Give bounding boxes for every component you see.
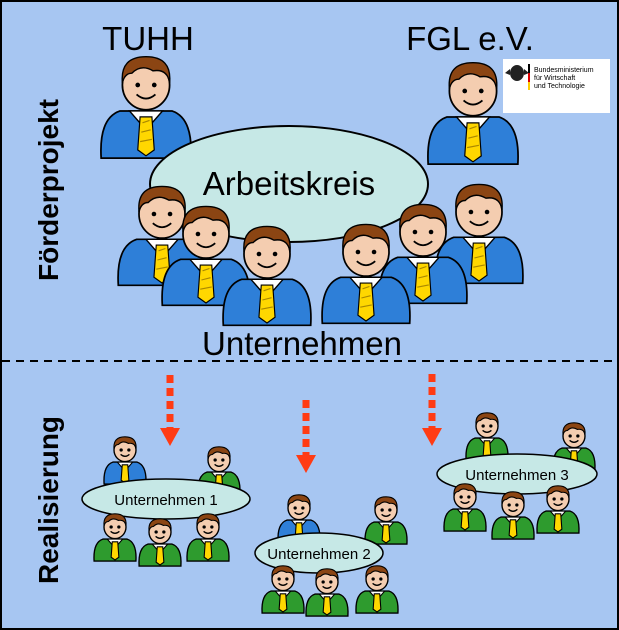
arrow-1 (160, 375, 180, 446)
ministry-logo: Bundesministerium für Wirtschaft und Tec… (503, 59, 610, 113)
label-fgl: FGL e.V. (406, 20, 534, 57)
label-tuhh: TUHH (102, 20, 194, 57)
group-unternehmen-1: Unternehmen 1 (81, 436, 251, 567)
unternehmen-label: Unternehmen (202, 325, 402, 362)
logo-line-2: für Wirtschaft (534, 75, 575, 82)
group-2-label: Unternehmen 2 (267, 546, 370, 563)
arrow-3 (422, 374, 442, 446)
arrow-2 (296, 400, 316, 473)
group-1-label: Unternehmen 1 (114, 492, 217, 509)
eagle-icon (505, 65, 529, 81)
side-label-foerderprojekt: Förderprojekt (33, 99, 64, 281)
group-unternehmen-3: Unternehmen 3 (436, 412, 598, 540)
arbeitskreis-label: Arbeitskreis (203, 165, 375, 202)
flag-red (528, 73, 530, 82)
logo-line-3: und Technologie (534, 83, 585, 90)
group-unternehmen-2: Unternehmen 2 (254, 494, 408, 617)
flag-gold (528, 82, 530, 90)
group-3-label: Unternehmen 3 (465, 467, 568, 484)
side-label-realisierung: Realisierung (33, 416, 64, 584)
flag-black (528, 64, 530, 73)
logo-line-1: Bundesministerium (534, 67, 594, 74)
